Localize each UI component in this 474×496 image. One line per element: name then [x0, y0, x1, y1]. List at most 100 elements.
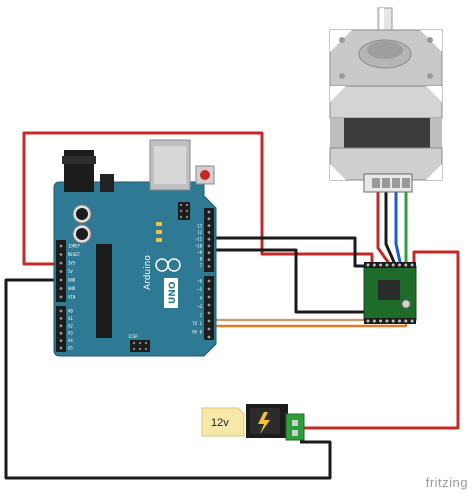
driver-pin: [379, 263, 383, 267]
wire-motor-blue: [394, 192, 402, 270]
driver-chip: [378, 280, 400, 300]
driver-pin-row: [366, 263, 414, 323]
header-pin: [59, 346, 63, 350]
digital-pin-label: 7: [200, 263, 203, 268]
header-pin: [207, 217, 211, 221]
driver-pin: [391, 263, 395, 267]
driver-pin: [410, 263, 414, 267]
power-pin-label: GND: [68, 278, 76, 283]
power-pin-label: VIN: [68, 295, 76, 300]
header-pin: [207, 295, 211, 299]
digital-pin-label: ~11: [195, 237, 203, 242]
header-pin: [59, 244, 63, 248]
digital-pin-label: 2: [200, 313, 203, 318]
digital-pin-label: ~9: [197, 250, 202, 255]
arduino-model-text: UNO: [168, 281, 178, 304]
analog-pin-label: A2: [68, 323, 73, 328]
driver-pin: [398, 263, 401, 267]
driver-pin: [385, 263, 389, 267]
driver-pin: [385, 319, 389, 323]
power-pin-label: GND: [68, 286, 76, 291]
header-pin: [207, 210, 211, 214]
digital-pin-label: ~10: [195, 243, 203, 248]
header-pin: [207, 287, 211, 291]
driver-pin: [372, 319, 376, 323]
wire-black-gnd-loop: [4, 278, 332, 480]
header-pin: [59, 309, 63, 313]
analog-pin-label: A4: [68, 338, 73, 343]
header-pin: [207, 311, 211, 315]
header-pin: [207, 224, 211, 228]
driver-pin: [366, 319, 370, 323]
power-supply: 12v: [201, 404, 305, 441]
analog-pin-label: A3: [68, 331, 73, 336]
header-pin: [59, 270, 63, 273]
header-pin: [207, 244, 211, 248]
driver-pin: [410, 319, 414, 323]
header-pin: [207, 231, 211, 234]
arduino-icsp-header: [130, 340, 150, 352]
digital-pin-label: 4: [200, 296, 203, 301]
barrel-jack-pcb: [285, 413, 305, 441]
wire-black-en: [214, 248, 368, 314]
wires: [4, 131, 460, 480]
digital-pin-label: ~3: [197, 304, 202, 309]
digital-pin-label: RX 0: [192, 330, 202, 335]
analog-pin-label: A1: [68, 316, 73, 321]
header-pin: [207, 265, 211, 268]
header-pin: [59, 253, 63, 256]
arduino-reset-label: RESET: [196, 159, 209, 164]
analog-pin-label: A5: [68, 346, 73, 351]
driver-pin: [391, 319, 395, 323]
header-pin: [207, 251, 211, 255]
header-pin: [207, 319, 211, 323]
header-pin: [207, 279, 211, 283]
analog-pin-label: A0: [68, 309, 73, 314]
power-pin-label: 5V: [68, 269, 73, 274]
header-pin: [207, 258, 211, 261]
stepper-motor: [329, 7, 443, 193]
digital-pin-label: 12: [197, 230, 202, 235]
arduino-header-pins: [59, 210, 211, 350]
header-pin: [59, 287, 63, 290]
fritzing-watermark: fritzing: [425, 475, 468, 490]
digital-pin-label: ~5: [197, 287, 202, 292]
arduino-brand-text: Arduino: [143, 255, 153, 290]
header-pin: [59, 324, 63, 328]
arduino-microcontroller: [96, 244, 112, 338]
arduino-analog-header: [56, 306, 66, 352]
header-pin: [59, 317, 63, 320]
wire-red-5v: [22, 131, 374, 266]
power-voltage-label: 12v: [211, 417, 229, 429]
header-pin: [207, 237, 211, 241]
wire-red-12v: [300, 250, 460, 430]
arduino-uno-board: RESET Arduino UNO IC: [53, 139, 217, 357]
stepper-driver-board: [363, 262, 417, 324]
header-pin: [59, 339, 63, 342]
arduino-logo: [155, 258, 181, 272]
driver-pin: [372, 263, 376, 267]
header-pin: [59, 261, 63, 265]
lightning-icon: [258, 412, 270, 434]
power-pin-label: RESET: [68, 252, 81, 257]
driver-pin: [404, 263, 408, 267]
header-pin: [207, 327, 211, 331]
power-pin-label: 3V3: [68, 261, 76, 266]
driver-pin: [366, 263, 370, 267]
header-pin: [59, 278, 63, 282]
driver-pin: [404, 319, 408, 323]
power-label-tag: 12v: [201, 407, 245, 437]
header-pin: [59, 295, 63, 299]
digital-pin-label: 13: [197, 224, 202, 229]
header-pin: [207, 335, 211, 339]
driver-pin: [379, 319, 383, 323]
arduino-icsp-label: ICSP: [128, 334, 138, 339]
header-pin: [207, 303, 211, 307]
digital-pin-label: TX 1: [192, 321, 202, 326]
driver-pin: [398, 319, 401, 323]
driver-potentiometer: [401, 299, 411, 309]
